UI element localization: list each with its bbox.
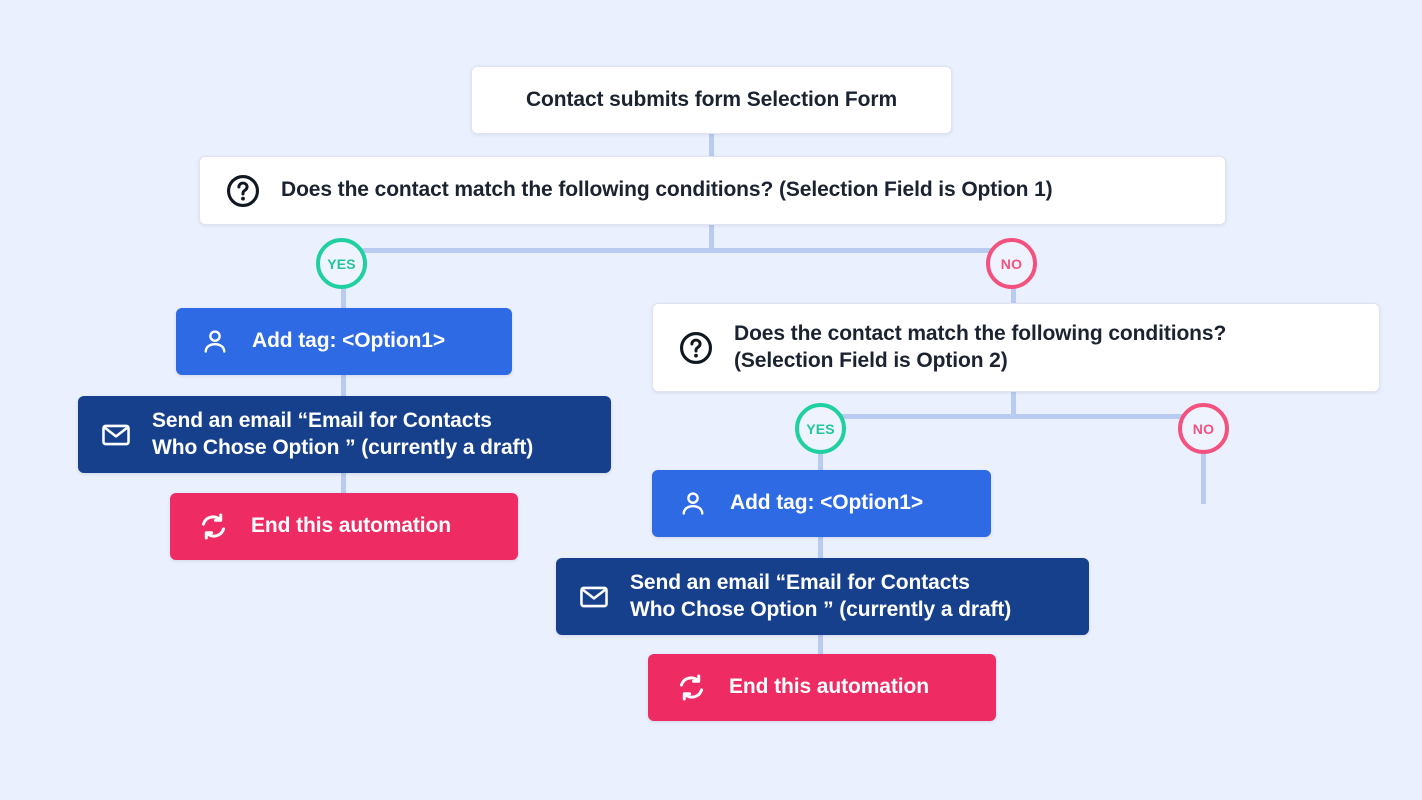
send-email-label-2: Send an email “Email for Contacts Who Ch…	[630, 570, 1012, 621]
connector-add-tag-2-to-email	[818, 536, 823, 558]
branch-badge-no-2-label: NO	[1192, 420, 1215, 437]
connector-email-2-to-end	[818, 634, 823, 656]
condition-1-node[interactable]: Does the contact match the following con…	[199, 156, 1226, 225]
branch-badge-no-1[interactable]: NO	[986, 238, 1037, 289]
question-circle-icon	[226, 174, 260, 208]
end-automation-node-2[interactable]: End this automation	[648, 654, 996, 721]
connector-add-tag-1-to-email	[341, 374, 346, 396]
connector-condition-2-stem	[1011, 391, 1016, 416]
send-email-node-1[interactable]: Send an email “Email for Contacts Who Ch…	[78, 396, 611, 473]
add-tag-node-1[interactable]: Add tag: <Option1>	[176, 308, 512, 375]
connector-email-1-to-end	[341, 472, 346, 494]
connector-condition-2-split	[819, 414, 1205, 419]
contact-icon	[678, 489, 708, 519]
condition-2-node[interactable]: Does the contact match the following con…	[652, 303, 1380, 392]
end-automation-node-1[interactable]: End this automation	[170, 493, 518, 560]
branch-badge-yes-1[interactable]: YES	[316, 238, 367, 289]
envelope-icon	[578, 581, 610, 613]
connector-condition-1-split	[344, 248, 1016, 253]
add-tag-node-2[interactable]: Add tag: <Option1>	[652, 470, 991, 537]
end-automation-label-2: End this automation	[729, 675, 929, 699]
add-tag-label-1: Add tag: <Option1>	[252, 329, 446, 353]
send-email-node-2[interactable]: Send an email “Email for Contacts Who Ch…	[556, 558, 1089, 635]
trigger-node[interactable]: Contact submits form Selection Form	[471, 66, 952, 134]
trigger-label: Contact submits form Selection Form	[525, 88, 898, 111]
send-email-label-1: Send an email “Email for Contacts Who Ch…	[152, 408, 534, 459]
connector-yes-1-to-add-tag	[341, 288, 346, 309]
contact-icon	[200, 327, 230, 357]
connector-no-2-tail	[1201, 453, 1206, 504]
branch-badge-yes-2[interactable]: YES	[795, 403, 846, 454]
question-circle-icon	[679, 331, 713, 365]
branch-badge-no-1-label: NO	[1000, 255, 1023, 272]
branch-badge-yes-2-label: YES	[806, 420, 835, 437]
loop-arrows-icon	[676, 672, 707, 703]
connector-trigger-to-condition-1	[709, 133, 714, 156]
condition-1-label: Does the contact match the following con…	[281, 178, 1053, 202]
branch-badge-no-2[interactable]: NO	[1178, 403, 1229, 454]
loop-arrows-icon	[198, 511, 229, 542]
connector-yes-2-to-add-tag	[818, 453, 823, 471]
add-tag-label-2: Add tag: <Option1>	[730, 491, 924, 515]
connector-no-1-to-condition-2	[1011, 288, 1016, 303]
end-automation-label-1: End this automation	[251, 514, 451, 538]
branch-badge-yes-1-label: YES	[327, 255, 356, 272]
condition-2-label: Does the contact match the following con…	[734, 321, 1227, 372]
connector-condition-1-stem	[709, 224, 714, 250]
envelope-icon	[100, 419, 132, 451]
